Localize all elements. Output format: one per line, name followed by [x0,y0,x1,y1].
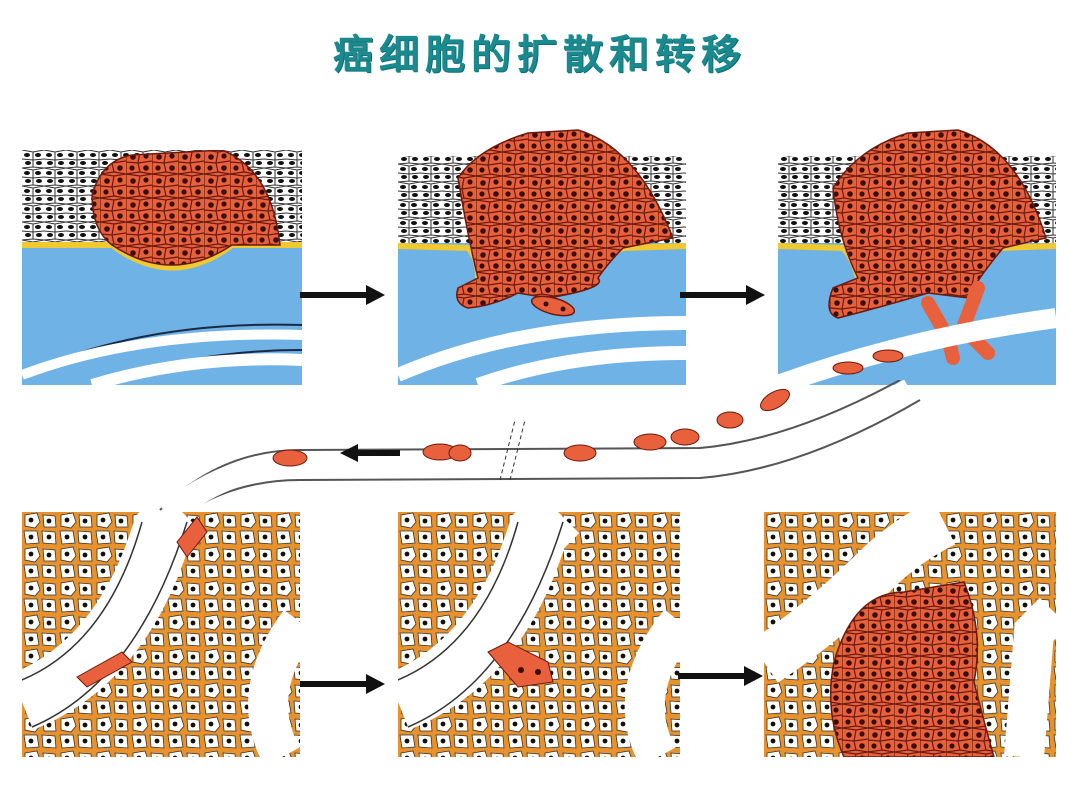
arrow-right-2 [680,285,765,305]
arrow-right-3 [300,674,385,694]
arrow-right-4 [678,666,763,686]
panel-2-membrane-breach [398,128,686,385]
panel-3-intravasation [778,128,1056,385]
arrow-left-circulation [340,444,400,462]
panel-5-extravasation [398,512,680,757]
panel-4-capillary-arrival [22,512,300,757]
panel-6-secondary-tumor [764,512,1056,757]
blood-vessel-circulation [0,380,1080,520]
panel-1-primary-tumor [22,150,302,385]
arrow-right-1 [300,285,385,305]
diagram-title: 癌细胞的扩散和转移 [333,32,747,78]
